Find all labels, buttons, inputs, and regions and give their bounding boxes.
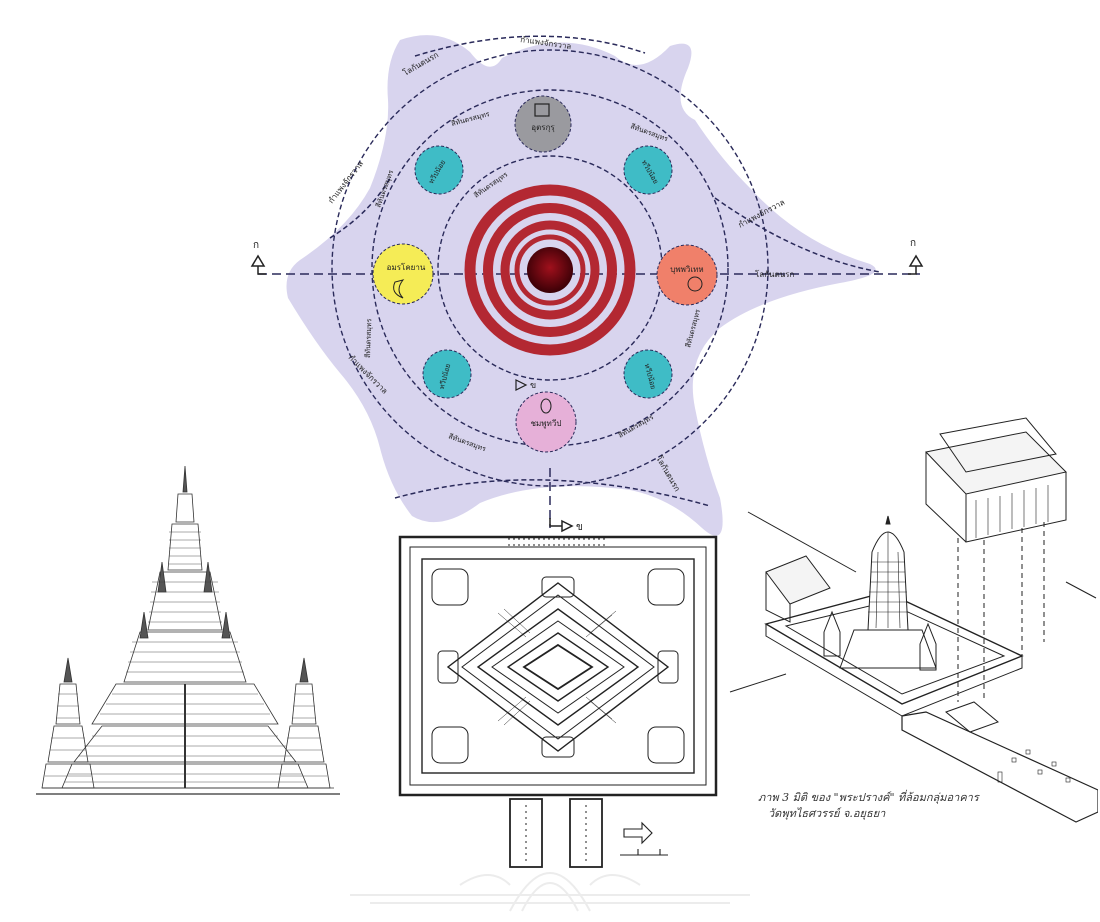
isometric-drawing	[726, 412, 1098, 852]
wall-label-left: กำแพงจักรวาล	[326, 159, 365, 205]
continent-north-label: อุตรกุรุ	[531, 123, 555, 132]
temple-plan-panel	[398, 533, 718, 871]
isometric-panel	[726, 412, 1098, 852]
continent-west-label: อมรโคยาน	[387, 262, 426, 272]
continent-east: บุพพวิเทห	[657, 245, 717, 305]
section-marker-bottom: ข	[550, 518, 583, 533]
temple-plan-drawing	[398, 533, 718, 871]
section-mark-left-label: ก	[253, 240, 259, 251]
section-mark-right-label: ก	[910, 238, 916, 249]
lokantara-label-right: โลกันตนรก	[755, 269, 794, 279]
ocean-label-3: สีทันดรสมุทร	[364, 318, 373, 358]
university-watermark	[310, 845, 790, 915]
section-marker-right: ก	[908, 238, 922, 274]
continent-south-label: ชมพูทวีป	[531, 419, 562, 429]
isometric-caption: ภาพ 3 มิติ ของ "พระปรางค์" ที่ล้อมกลุ่มอ…	[758, 790, 1008, 822]
prang-elevation-panel	[32, 462, 344, 802]
section-marker-left: ก	[252, 240, 266, 274]
continent-north: อุตรกุรุ	[515, 96, 571, 152]
isometric-caption-line1: ภาพ 3 มิติ ของ "พระปรางค์" ที่ล้อมกลุ่มอ…	[758, 790, 1008, 806]
continent-east-label: บุพพวิเทห	[670, 265, 703, 274]
isometric-caption-line2: วัดพุทไธศวรรย์ จ.อยุธยา	[758, 806, 1008, 822]
mount-meru-center	[527, 247, 573, 293]
section-mark-bottom-label: ข	[576, 522, 583, 533]
section-mark-mid-label: ข	[530, 381, 536, 391]
watermark-emblem	[310, 845, 790, 915]
continent-west: อมรโคยาน	[373, 244, 433, 304]
continent-south: ชมพูทวีป	[516, 392, 576, 452]
prang-elevation-drawing	[32, 462, 344, 802]
